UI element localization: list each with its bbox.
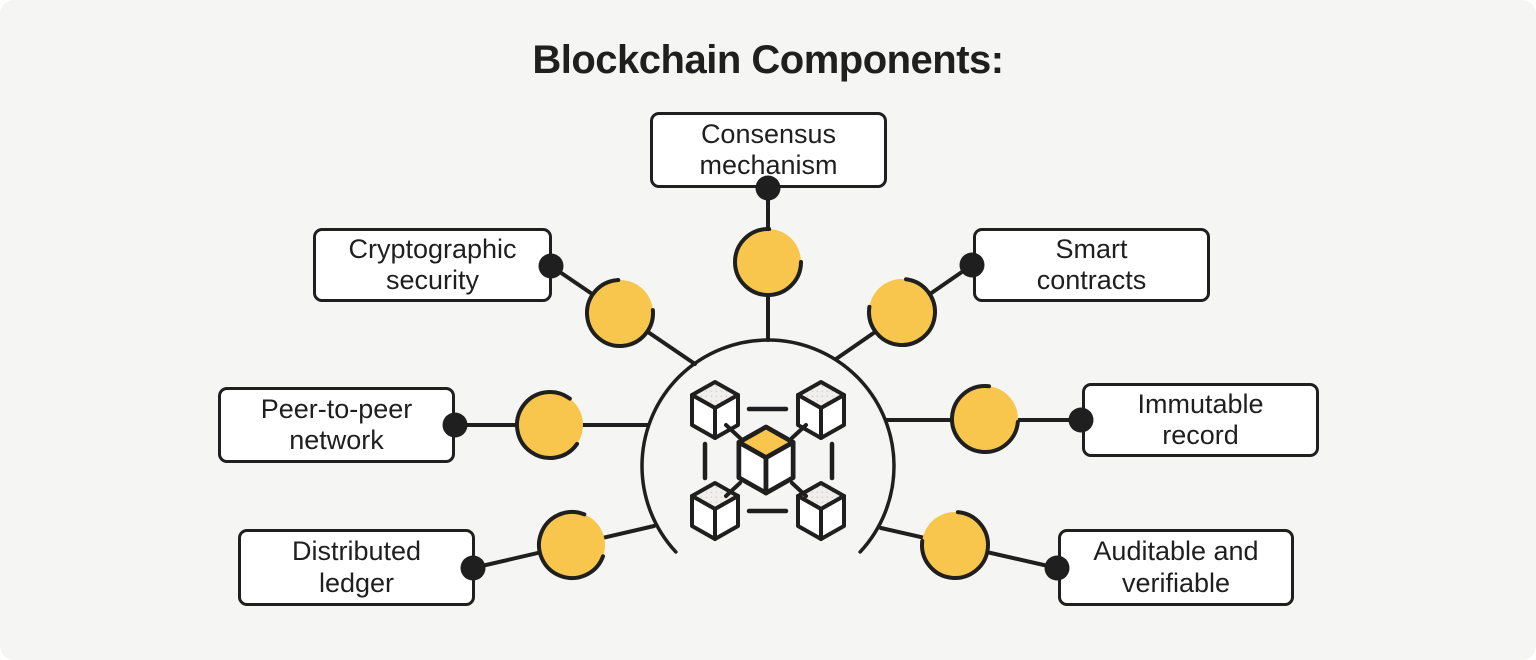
diagram-title: Blockchain Components:	[532, 38, 1004, 82]
node-label: Smart contracts	[1036, 233, 1147, 295]
cube-bottom-right-icon	[796, 481, 846, 541]
center-cube-spokes	[724, 423, 808, 498]
node-box-immutable-record: Immutable record	[1082, 383, 1319, 457]
node-label: Immutable record	[1137, 388, 1264, 450]
node-box-smart-contracts: Smart contracts	[973, 228, 1210, 302]
cube-top-right-icon	[796, 380, 846, 440]
node-box-peer-to-peer-network: Peer-to-peer network	[218, 387, 455, 463]
node-label: Distributed ledger	[291, 536, 422, 598]
yellow-circle-auditable	[920, 510, 990, 580]
node-box-distributed-ledger: Distributed ledger	[238, 529, 475, 606]
center-cube-icon	[739, 427, 793, 493]
node-label: Cryptographic security	[348, 233, 517, 295]
node-box-auditable-verifiable: Auditable and verifiable	[1058, 529, 1294, 606]
node-box-cryptographic-security: Cryptographic security	[313, 228, 552, 302]
yellow-circle-smart-contracts	[867, 277, 937, 348]
node-box-consensus-mechanism: Consensus mechanism	[650, 112, 887, 188]
yellow-nodes	[515, 227, 1020, 580]
node-label: Consensus mechanism	[699, 118, 838, 180]
node-label: Auditable and verifiable	[1093, 536, 1259, 598]
yellow-circle-peer-to-peer	[515, 390, 585, 460]
yellow-circle-immutable	[950, 384, 1020, 454]
node-label: Peer-to-peer network	[260, 393, 413, 455]
cube-links	[702, 406, 835, 514]
yellow-circle-distributed	[537, 510, 607, 580]
hub	[640, 338, 896, 594]
yellow-circle-consensus	[733, 227, 803, 297]
yellow-circle-cryptographic	[585, 278, 655, 348]
hub-circle	[640, 338, 896, 594]
